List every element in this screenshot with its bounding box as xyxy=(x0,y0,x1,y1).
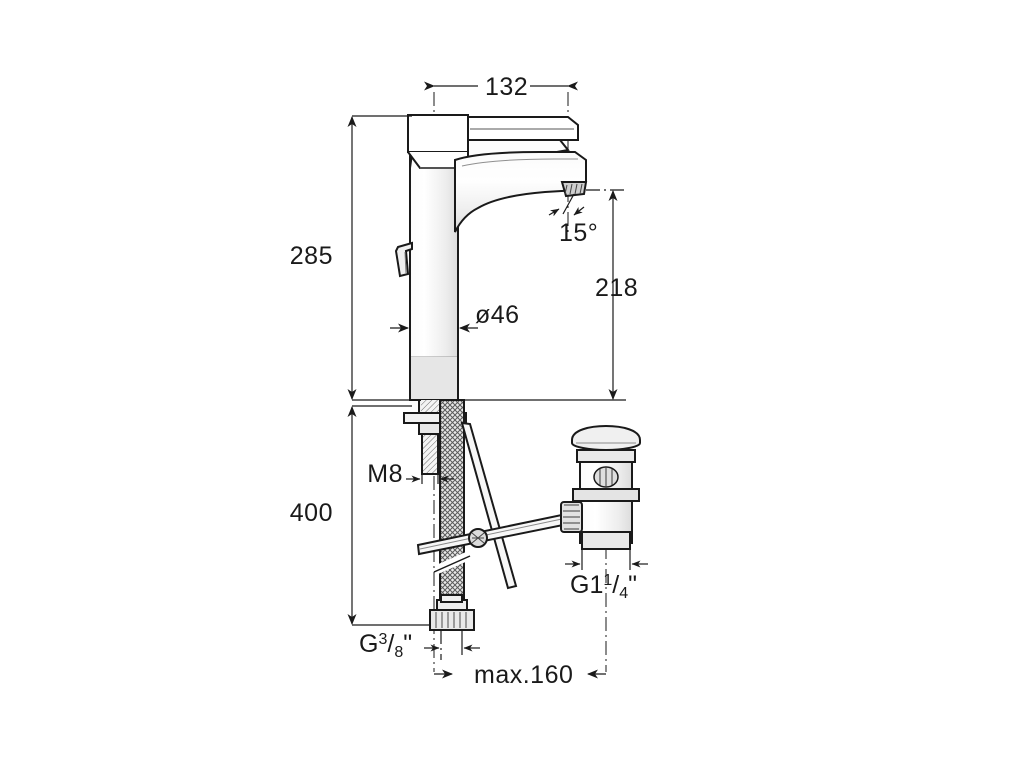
dim-15-arrow-left xyxy=(548,208,560,217)
spout-highlight xyxy=(461,158,578,167)
dimension-285 xyxy=(347,115,412,401)
hose-connector-knurl xyxy=(435,612,467,628)
pop-up-lever xyxy=(394,241,413,278)
dimension-M8 xyxy=(406,468,454,484)
flexible-hose-group xyxy=(429,399,475,631)
dim-G114-prefix: G1 xyxy=(570,571,603,599)
waste-tailpiece xyxy=(581,531,631,550)
rod-clamp-knurl xyxy=(471,532,485,544)
hose-connector xyxy=(429,609,475,631)
dimension-400 xyxy=(347,405,430,626)
dim-G38-suffix: " xyxy=(403,630,412,658)
dim-46-label: ø46 xyxy=(475,301,520,329)
dim-G38-label: G3/8" xyxy=(359,630,412,661)
dim-G38-numerator: 3 xyxy=(378,631,387,648)
pull-rod-highlight xyxy=(419,515,577,550)
dimension-G38 xyxy=(424,630,480,660)
body-base-collar xyxy=(410,357,458,400)
waste-collar xyxy=(576,449,636,463)
aerator-knurl xyxy=(564,183,583,195)
waste-flange xyxy=(572,488,640,502)
waste-slot-lines xyxy=(599,468,613,486)
mixer-body-group xyxy=(394,114,588,401)
pop-up-waste-group xyxy=(560,424,641,550)
hose-break-line xyxy=(433,555,471,573)
dim-400-label: 400 xyxy=(290,499,333,527)
dim-G114-numerator: 1 xyxy=(603,572,612,589)
mounting-nut xyxy=(418,422,442,435)
handle-block xyxy=(407,114,469,153)
pop-up-lift-rod xyxy=(460,421,518,590)
dimension-G114 xyxy=(565,549,648,570)
spout xyxy=(454,151,587,233)
dim-15-leader xyxy=(562,193,575,215)
waste-gland-knurl xyxy=(563,504,580,530)
dim-G114-denominator: 4 xyxy=(619,585,628,602)
dimension-218 xyxy=(462,189,626,401)
dim-15-arrow-right xyxy=(573,206,585,216)
dim-15deg-label: 15° xyxy=(559,219,598,247)
mounting-stud xyxy=(421,433,439,475)
dim-218-label: 218 xyxy=(595,274,638,302)
dim-max160-label: max.160 xyxy=(474,661,573,689)
waste-cap xyxy=(571,424,641,452)
dim-M8-label: M8 xyxy=(367,460,403,488)
hose-connector-tip xyxy=(440,594,463,603)
hose-break-symbol xyxy=(434,551,470,575)
dim-285-label: 285 xyxy=(290,242,333,270)
dimension-15deg xyxy=(548,193,585,217)
dim-G114-label: G11/4" xyxy=(570,571,637,602)
dim-G38-denominator: 8 xyxy=(394,644,403,661)
dim-G38-prefix: G xyxy=(359,630,378,658)
pop-up-lever-shade xyxy=(404,251,407,274)
dim-G114-suffix: " xyxy=(628,571,637,599)
dim-132-label: 132 xyxy=(485,73,528,101)
